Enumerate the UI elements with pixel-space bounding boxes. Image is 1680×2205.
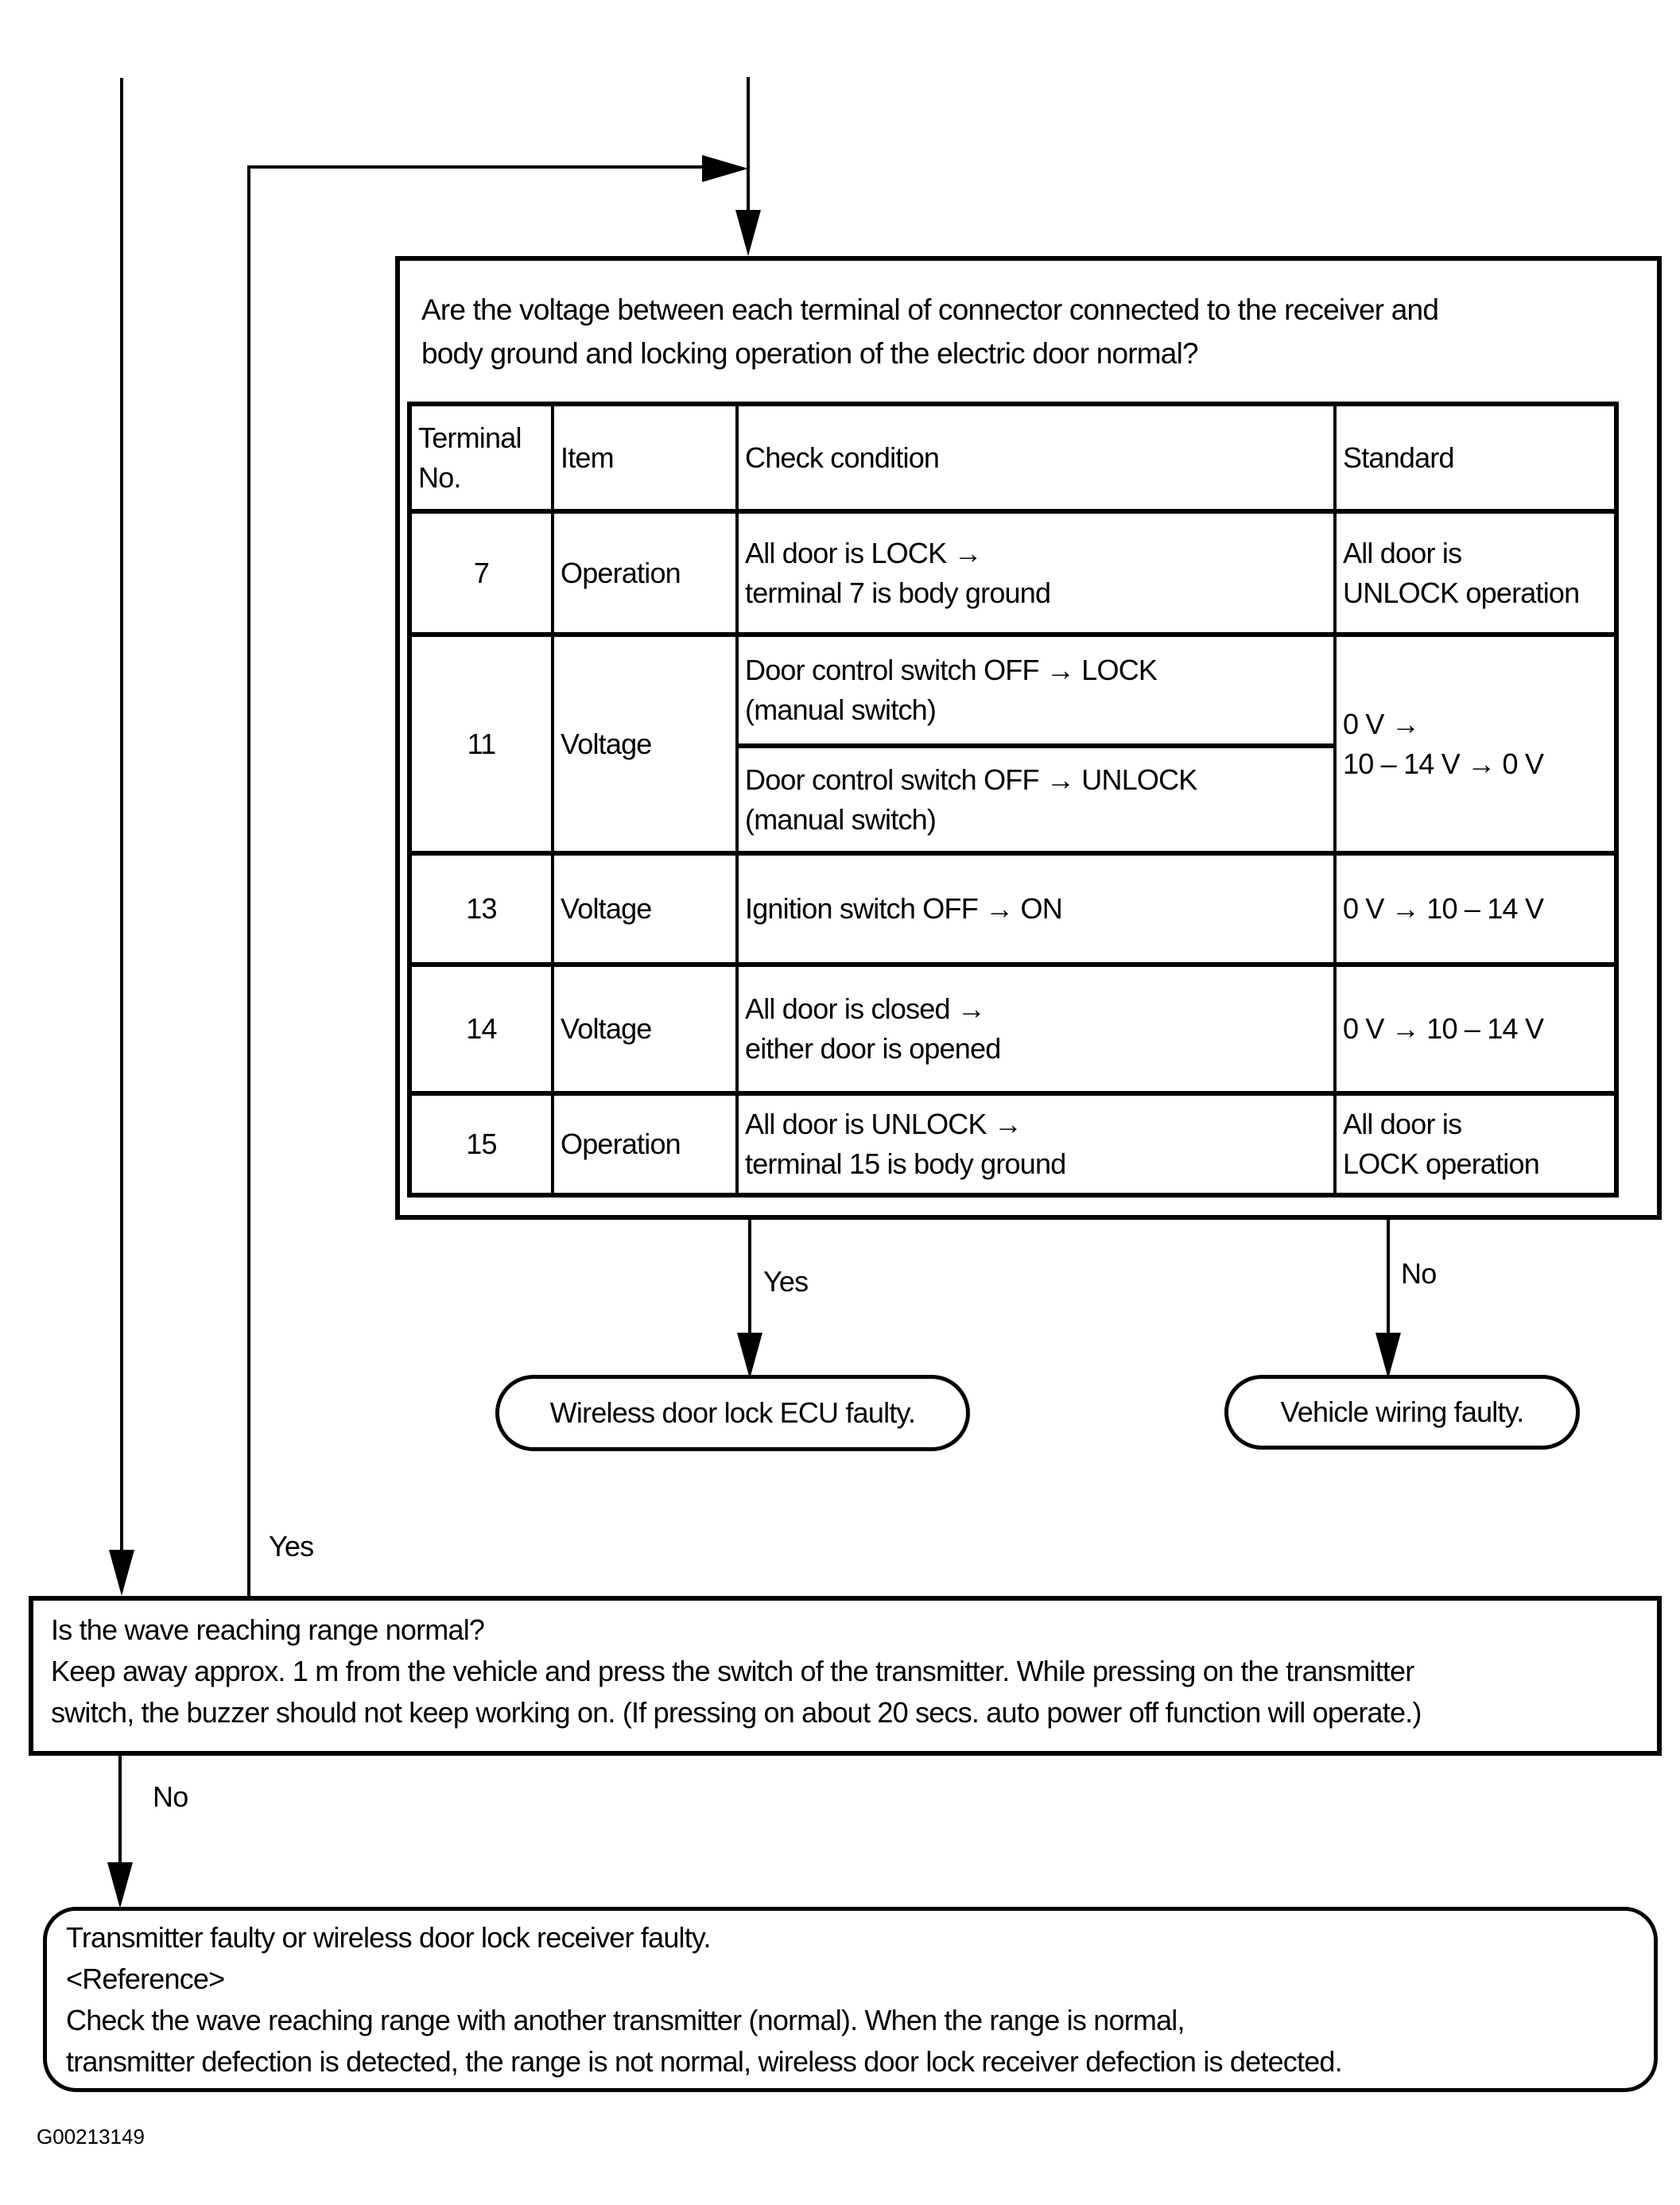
transmitter-faulty-result-text: Transmitter faulty or wireless door lock… [66, 1921, 1343, 2078]
ecu-faulty-terminal: Wireless door lock ECU faulty. [495, 1375, 970, 1451]
arrowhead-into-decision-box [735, 210, 761, 256]
wave-range-question: Is the wave reaching range normal? Keep … [51, 1613, 1422, 1729]
terminal-no-cell: 13 [408, 851, 554, 967]
voltage-check-decision-box: Are the voltage between each terminal of… [395, 256, 1662, 1220]
header-standard: Standard [1333, 402, 1618, 514]
check-condition-cell: All door is closed → either door is open… [735, 962, 1337, 1096]
arrowhead-into-ecu-terminal [737, 1333, 762, 1379]
connector-yes-branch [748, 1220, 751, 1336]
item-cell: Voltage [551, 962, 739, 1096]
table-row: 13 Voltage Ignition switch OFF → ON 0 V … [408, 851, 1618, 967]
header-item: Item [551, 402, 739, 514]
transmitter-faulty-result-box: Transmitter faulty or wireless door lock… [43, 1907, 1658, 2092]
check-condition-cell: All door is LOCK → terminal 7 is body gr… [735, 509, 1337, 637]
item-cell: Operation [551, 1091, 739, 1198]
item-cell: Operation [551, 509, 739, 637]
standard-cell: 0 V → 10 – 14 V [1333, 962, 1618, 1096]
wave-range-decision-box: Is the wave reaching range normal? Keep … [29, 1596, 1662, 1756]
arrowhead-into-wave-box [109, 1550, 134, 1596]
standard-cell: All door is UNLOCK operation [1333, 509, 1618, 637]
standard-cell: 0 V → 10 – 14 V → 0 V [1333, 632, 1618, 856]
figure-id: G00213149 [37, 2125, 145, 2149]
wave-no-label: No [153, 1780, 188, 1813]
terminal-no-cell: 11 [408, 632, 554, 856]
table-row: 15 Operation All door is UNLOCK → termin… [408, 1091, 1618, 1198]
connector-no-branch [1387, 1220, 1390, 1336]
arrowhead-loop-right [702, 155, 748, 182]
standard-cell: 0 V → 10 – 14 V [1333, 851, 1618, 967]
connector-loop-vertical [247, 167, 250, 1596]
loop-yes-label: Yes [269, 1530, 314, 1563]
table-row: Door control switch OFF → UNLOCK (manual… [409, 743, 1616, 856]
check-condition-cell: Door control switch OFF → UNLOCK (manual… [735, 743, 1337, 856]
table-row: 7 Operation All door is LOCK → terminal … [408, 509, 1618, 637]
yes-branch-label: Yes [763, 1265, 809, 1298]
standard-cell: All door is LOCK operation [1333, 1091, 1618, 1198]
arrowhead-into-result-box [107, 1862, 133, 1908]
connector-loop-horizontal [247, 165, 704, 169]
table-row: 11 Voltage Door control switch OFF → LOC… [408, 632, 1618, 856]
wiring-faulty-terminal: Vehicle wiring faulty. [1224, 1375, 1580, 1450]
connector-previous-step-vertical [120, 78, 123, 1555]
terminal-check-table: Terminal No. Item Check condition Standa… [407, 402, 1619, 1198]
table-header-row: Terminal No. Item Check condition Standa… [408, 402, 1618, 514]
item-cell: Voltage [551, 632, 739, 856]
check-condition-cell: Ignition switch OFF → ON [735, 851, 1337, 967]
check-condition-cell: All door is UNLOCK → terminal 15 is body… [735, 1091, 1337, 1198]
table-row: 14 Voltage All door is closed → either d… [408, 962, 1618, 1096]
header-check-condition: Check condition [735, 402, 1337, 514]
terminal-no-cell: 15 [408, 1091, 554, 1198]
arrowhead-into-wiring-terminal [1375, 1333, 1401, 1379]
no-branch-label: No [1401, 1257, 1437, 1290]
connector-entry-vertical [747, 77, 750, 210]
item-cell: Voltage [551, 851, 739, 967]
decision-question: Are the voltage between each terminal of… [421, 293, 1439, 370]
terminal-no-cell: 7 [408, 509, 554, 637]
connector-wave-no-branch [118, 1756, 122, 1862]
check-condition-cell: Door control switch OFF → LOCK (manual s… [735, 632, 1337, 748]
header-terminal-no: Terminal No. [408, 402, 554, 514]
terminal-no-cell: 14 [408, 962, 554, 1096]
